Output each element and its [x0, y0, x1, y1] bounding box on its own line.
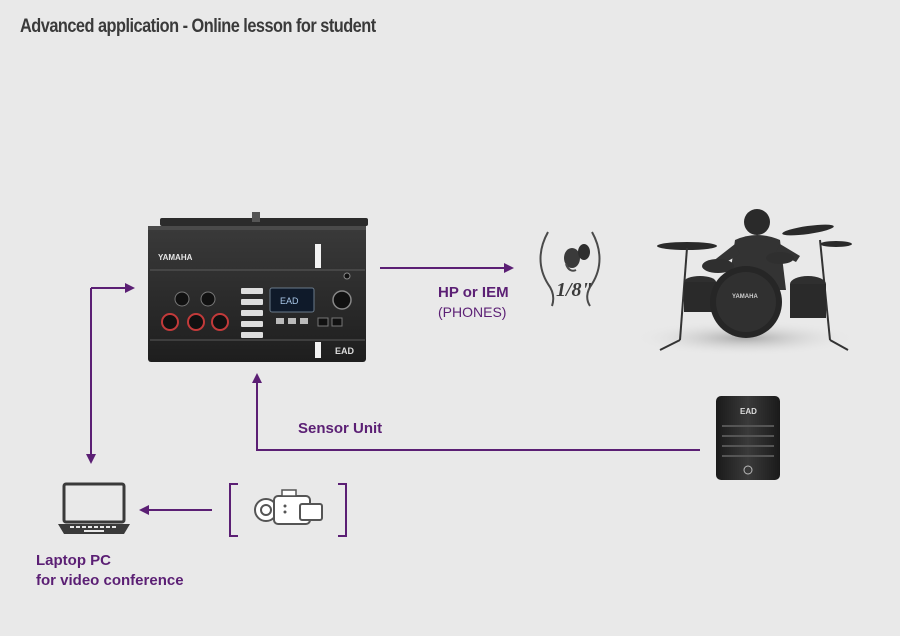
plug-size: 1/8"	[556, 279, 593, 301]
svg-text:EAD: EAD	[280, 296, 299, 306]
laptop-icon	[58, 482, 130, 534]
drumkit-brand: YAMAHA	[732, 294, 758, 300]
arrows	[86, 263, 700, 515]
sensor-unit-label: Sensor Unit	[298, 420, 383, 437]
headphones-sublabel: (PHONES)	[438, 304, 507, 320]
module-logo: EAD	[335, 346, 355, 356]
drum-module-icon: YAMAHA EAD EAD	[148, 212, 368, 362]
earphones-icon: 1/8"	[539, 231, 601, 307]
module-brand: YAMAHA	[158, 253, 193, 262]
headphones-label: HP or IEM	[438, 284, 509, 301]
sensor-unit-icon: EAD	[716, 396, 780, 480]
page-title: Advanced application - Online lesson for…	[20, 16, 376, 37]
sensor-logo: EAD	[740, 407, 757, 416]
laptop-label-line2: for video conference	[36, 572, 184, 589]
laptop-label-line1: Laptop PC	[36, 552, 111, 569]
laptop-label: Laptop PC for video conference	[36, 551, 184, 591]
drummer-icon: YAMAHA	[633, 209, 857, 356]
arrow-sensor-to-module	[252, 373, 700, 451]
video-camera-icon	[229, 483, 347, 537]
